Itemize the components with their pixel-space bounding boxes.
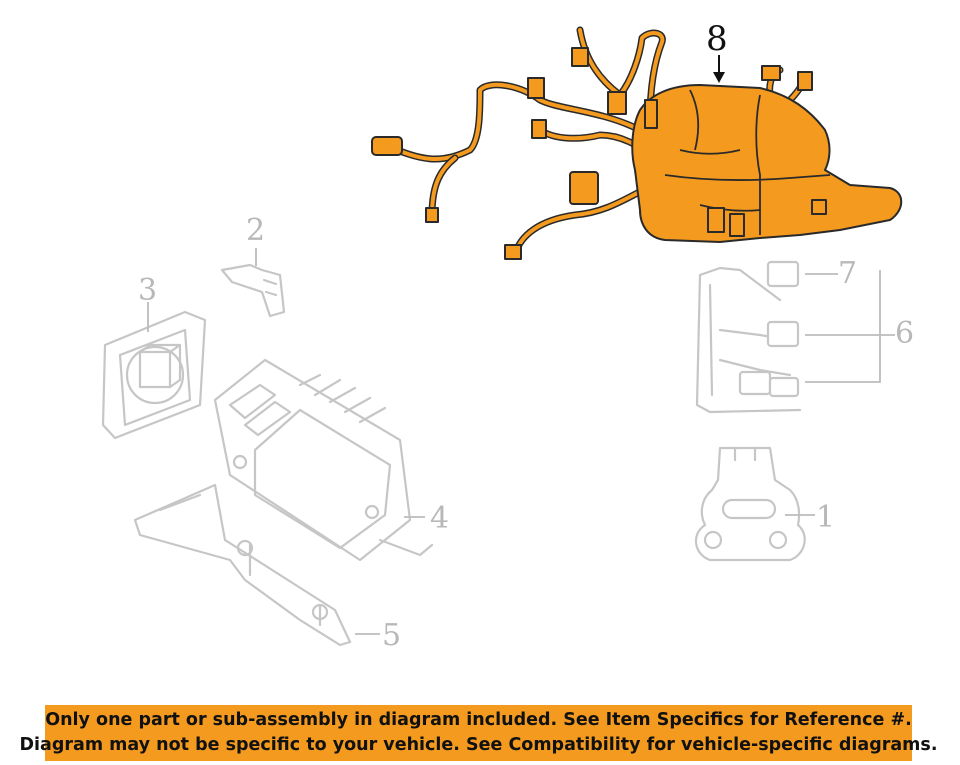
callout-label-6: 6: [895, 316, 914, 351]
callout-label-4: 4: [430, 501, 449, 536]
wiring-harness-part-8: [371, 26, 903, 260]
ghost-part-4-control-unit: [213, 358, 425, 562]
disclaimer-line-1: Only one part or sub-assembly in diagram…: [45, 710, 912, 730]
disclaimer-banner: Only one part or sub-assembly in diagram…: [20, 705, 937, 761]
callout-label-8: 8: [706, 19, 728, 59]
ghost-part-5-bracket: [133, 483, 434, 647]
harness-connectors: [371, 47, 827, 260]
ghost-part-6-7-sensors: [695, 260, 895, 414]
callout-label-5: 5: [382, 618, 401, 653]
callout-label-1: 1: [816, 500, 835, 535]
callout-label-2: 2: [246, 213, 265, 248]
callout-arrow-8: [713, 55, 725, 83]
ghost-part-2-clip: [220, 248, 286, 318]
ghost-part-1-sensor: [694, 446, 815, 562]
parts-diagram: 8 1 2 3 4 5 6 7: [101, 19, 914, 653]
callout-label-3: 3: [138, 273, 157, 308]
ghost-part-3-module: [101, 302, 207, 440]
callout-label-7: 7: [838, 256, 857, 291]
harness-main-bundle: [631, 84, 903, 243]
disclaimer-line-2: Diagram may not be specific to your vehi…: [19, 735, 938, 755]
